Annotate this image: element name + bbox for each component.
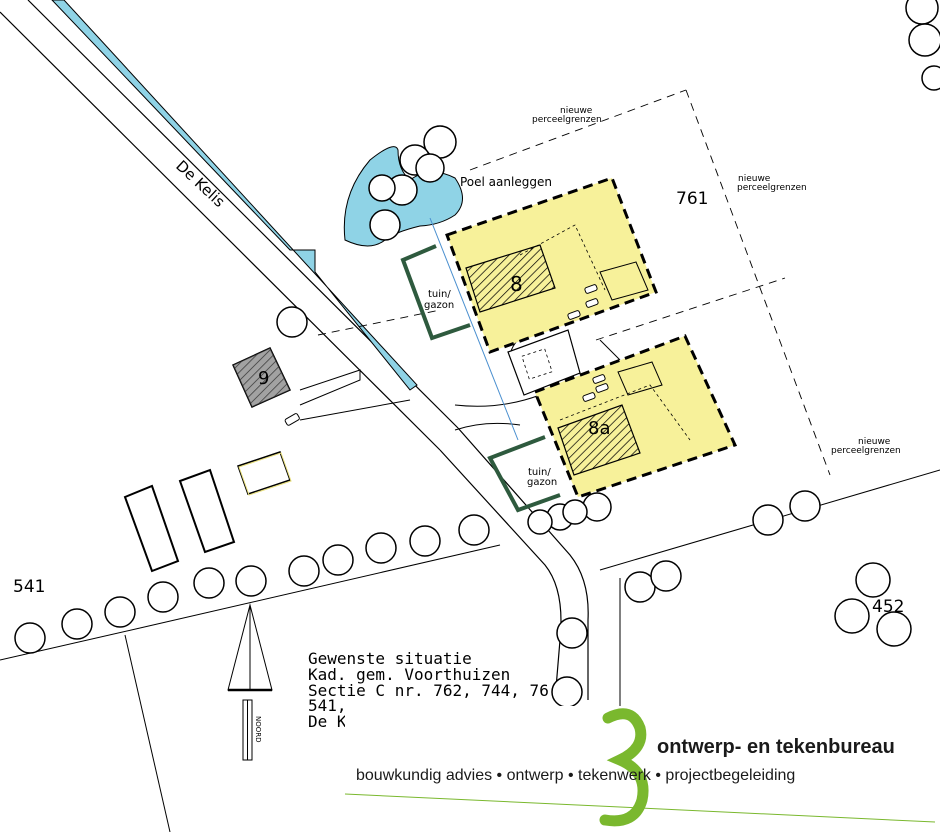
logo-tagline: bouwkundig advies • ontwerp • tekenwerk … — [356, 767, 795, 784]
road-name-label: De Kelis — [172, 157, 228, 211]
garden-2-label-line2: gazon — [527, 477, 557, 488]
north-arrow — [227, 603, 273, 761]
house-8-label: 8 — [510, 272, 523, 296]
new-boundaries-label-1-line1: nieuwe — [560, 106, 593, 116]
pond-label: Poel aanleggen — [460, 175, 552, 189]
logo-company-name: ontwerp- en tekenbureau — [657, 736, 895, 758]
garden-1-label-line2: gazon — [424, 300, 454, 311]
garden-2-label-line1: tuin/ — [528, 467, 551, 478]
water-pipe-line — [429, 217, 519, 441]
lot-761-label: 761 — [676, 189, 708, 209]
logo-mark-icon — [599, 708, 649, 827]
garden-1-label-line1: tuin/ — [428, 289, 451, 300]
house-8a-label: 8a — [588, 418, 610, 439]
title-line-2: Kad. gem. Voorthuizen — [308, 665, 510, 684]
outbuilding-yellow-outline — [238, 452, 292, 496]
company-logo: ontwerp- en tekenbureau bouwkundig advie… — [344, 706, 940, 832]
house-9-label: 9 — [258, 368, 269, 389]
title-line-3: Sectie C nr. 762, 744, 76 — [308, 681, 549, 700]
lot-541-label: 541 — [13, 577, 45, 597]
house-9: 9 — [232, 347, 292, 408]
plot-8a: 8a — [533, 334, 738, 499]
new-boundaries-label-2-line1: nieuwe — [738, 174, 771, 184]
water-ditch — [51, 0, 418, 391]
plot-8: 8 — [445, 176, 658, 354]
garden-hedges — [400, 244, 561, 513]
title-line-4: 541, — [308, 696, 347, 715]
new-boundaries-label-3-line1: nieuwe — [858, 437, 891, 447]
trees — [14, 0, 940, 708]
lot-452-label: 452 — [872, 597, 904, 617]
title-line-1: Gewenste situatie — [308, 649, 472, 668]
north-label: NOORD — [254, 716, 262, 743]
new-boundaries-label-1-line2: perceelgrenzen — [532, 115, 602, 125]
parked-cars — [284, 284, 609, 426]
new-boundaries-label-2-line2: perceelgrenzen — [737, 183, 807, 193]
outbuildings — [123, 451, 291, 573]
new-boundaries-label-3-line2: perceelgrenzen — [831, 446, 901, 456]
road-de-kelis — [0, 0, 589, 701]
logo-underline — [344, 793, 936, 823]
central-shed — [507, 329, 581, 396]
parcel-boundaries — [317, 89, 831, 476]
